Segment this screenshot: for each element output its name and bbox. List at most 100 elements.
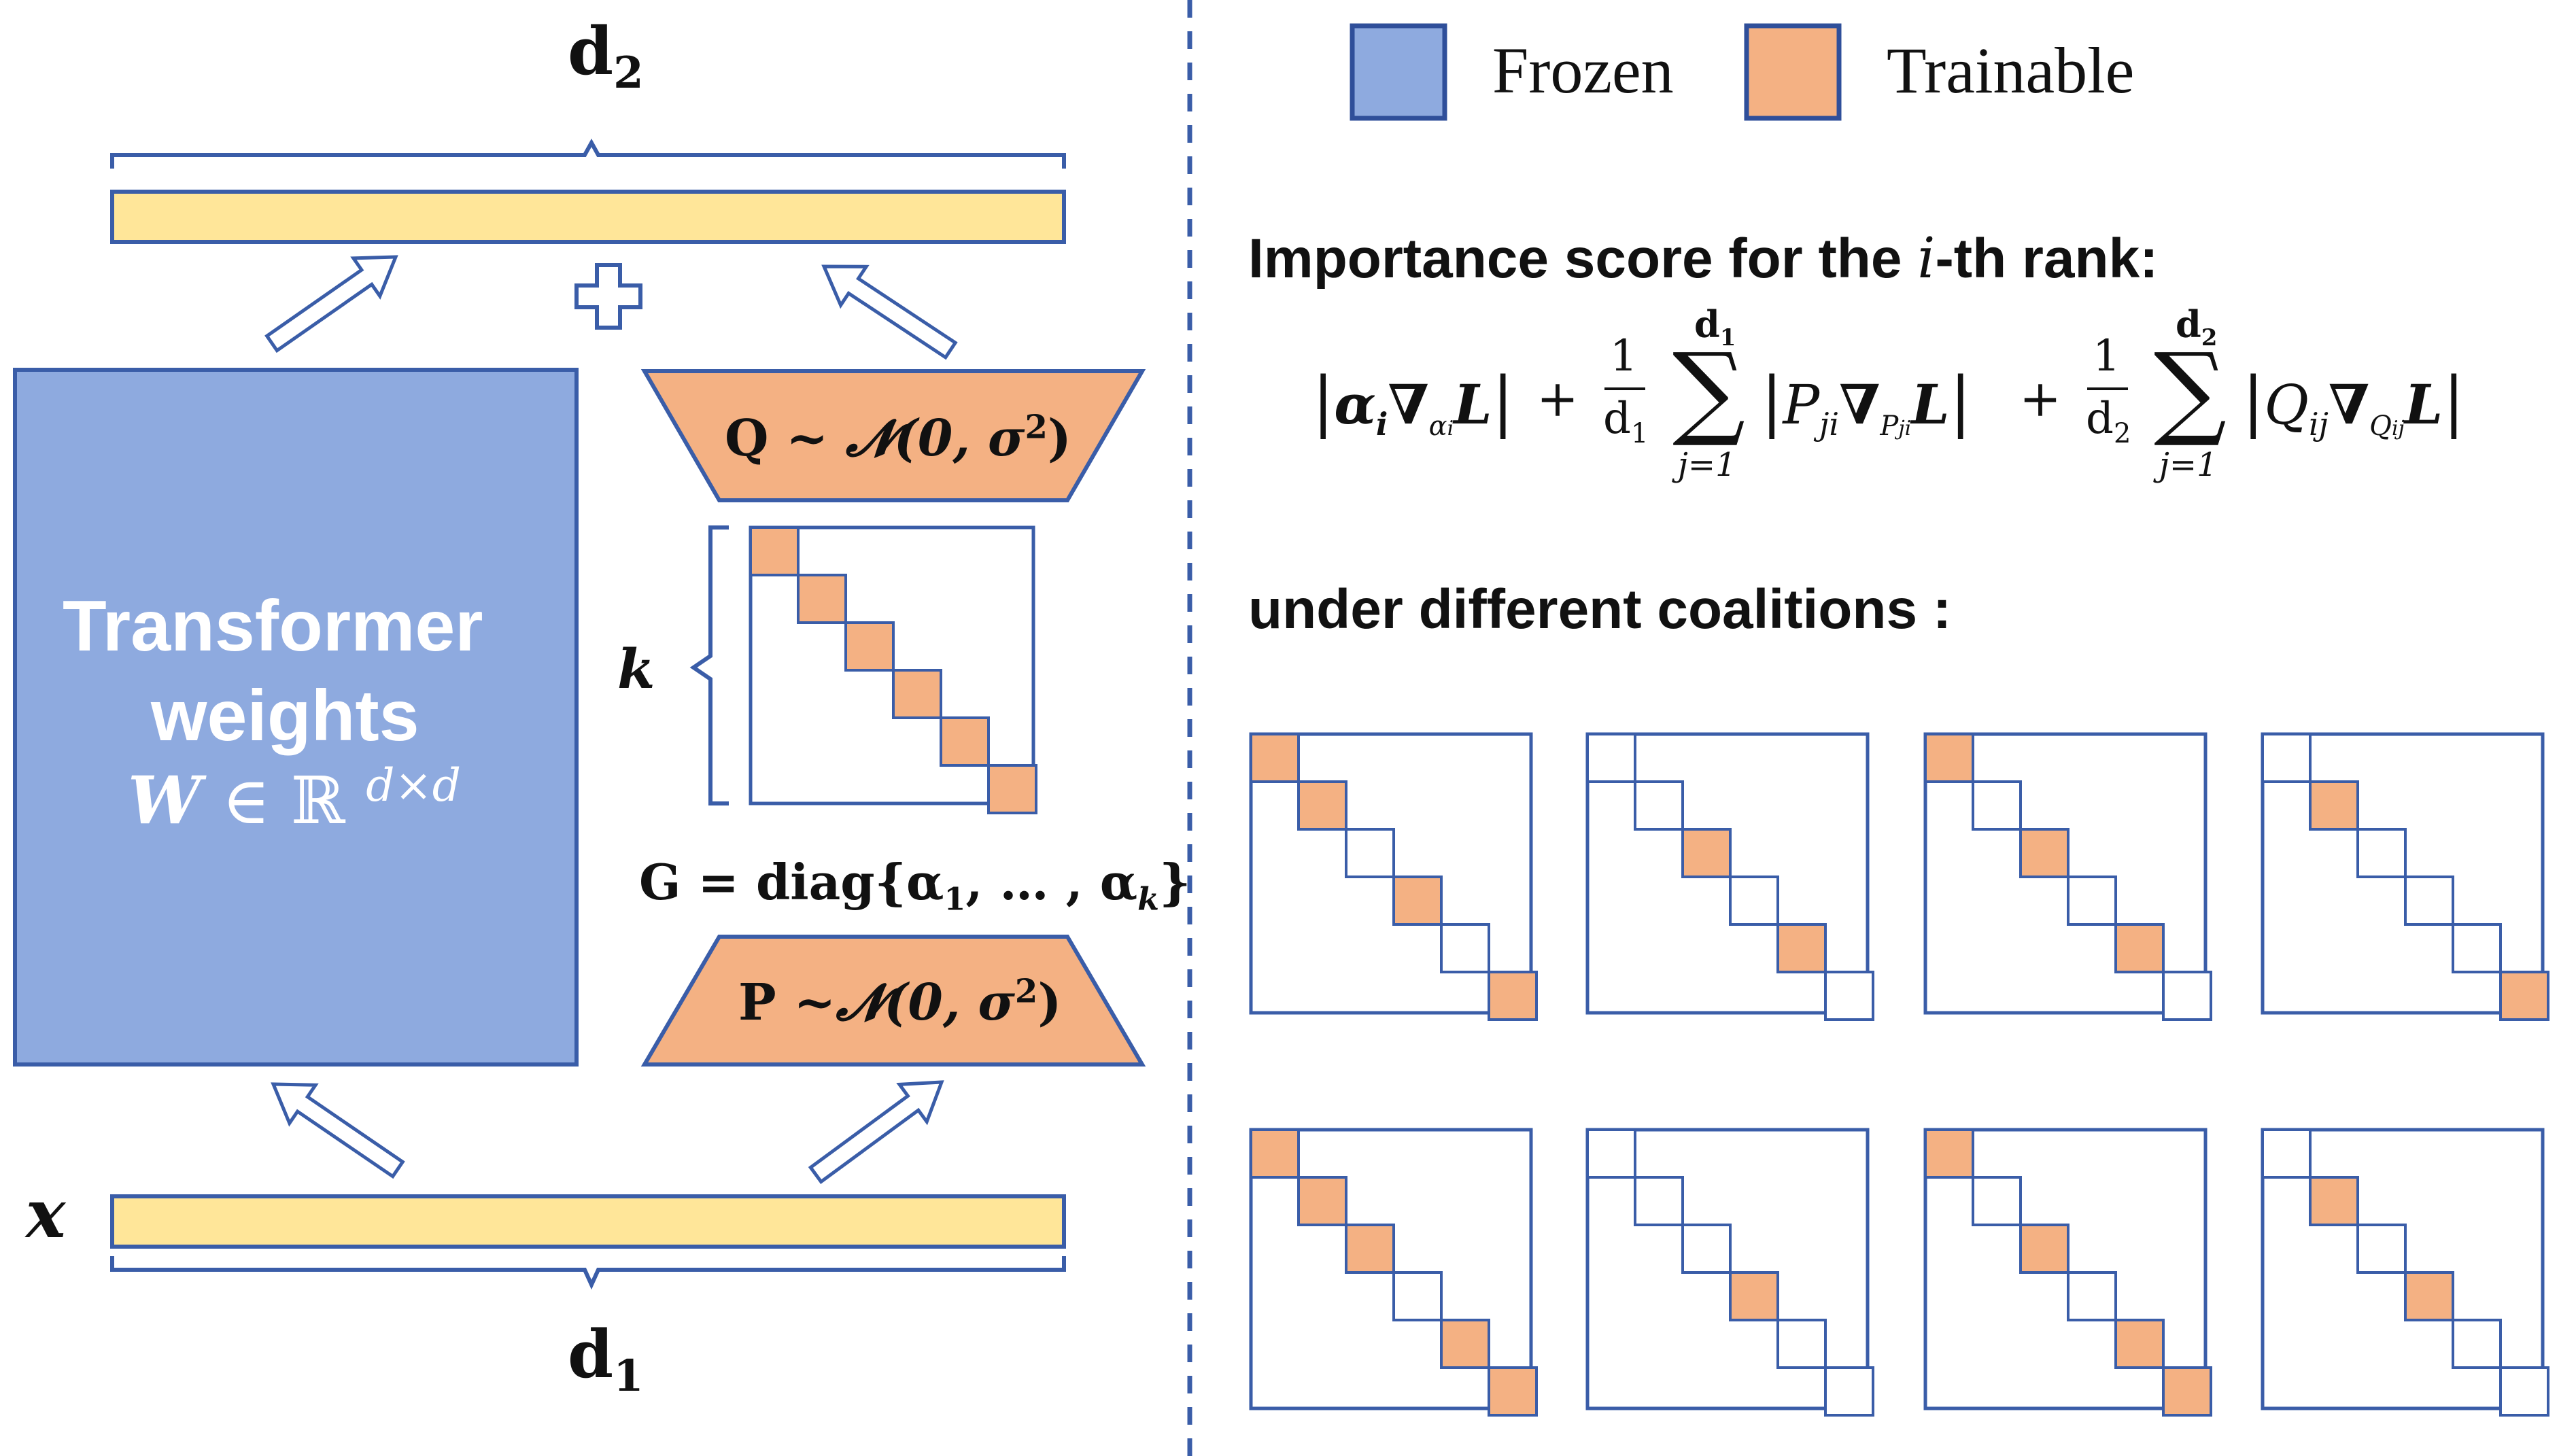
main-diag-matrix-cell-5-trainable bbox=[987, 764, 1037, 814]
q-trapezoid bbox=[640, 369, 1146, 502]
q-distribution-label: Q ~ 𝓝(0, σ2) bbox=[725, 408, 1071, 468]
coalition-matrix-2 bbox=[1585, 732, 1874, 1021]
weights-title-line2: weights bbox=[151, 676, 419, 756]
coalition-matrix-1-cell-3-trainable bbox=[1392, 876, 1443, 926]
coalition-matrix-4-cell-5-trainable bbox=[2499, 971, 2549, 1021]
coalition-matrix-8-cell-5-frozen bbox=[2499, 1366, 2549, 1417]
coalition-matrix-2-cell-3-frozen bbox=[1729, 876, 1779, 926]
coalition-matrix-8 bbox=[2261, 1128, 2549, 1417]
weights-formula: W ∈ ℝ d×d bbox=[128, 759, 462, 839]
coalition-matrix-7-cell-4-trainable bbox=[2114, 1319, 2165, 1369]
input-x-label: x bbox=[26, 1175, 66, 1253]
formula-term-q: |Qij∇QijL| bbox=[2242, 363, 2465, 443]
p-distribution-label: P ~𝓝(0, σ2) bbox=[738, 972, 1062, 1032]
coalition-matrix-3 bbox=[1923, 732, 2212, 1021]
matrices-group bbox=[749, 525, 2549, 1417]
coalition-matrix-8-cell-1-trainable bbox=[2309, 1176, 2359, 1226]
importance-formula: |αi∇αiL| + 1 d1 d1 ∑ j=1 |Pji∇PjiL| + 1 … bbox=[1312, 306, 2468, 489]
weights-title-line1: Transformer bbox=[63, 586, 483, 666]
coalition-matrix-4-cell-4-frozen bbox=[2452, 923, 2502, 973]
coalition-matrix-8-cell-4-frozen bbox=[2452, 1319, 2502, 1369]
formula-sum1-sigma: ∑ bbox=[1672, 332, 1746, 450]
coalition-matrix-7-cell-5-trainable bbox=[2162, 1366, 2212, 1417]
arrow-input-to-weights bbox=[271, 1082, 405, 1179]
legend-frozen-swatch bbox=[1350, 23, 1447, 121]
input-vector bbox=[110, 1194, 1066, 1249]
coalition-matrix-6-cell-2-frozen bbox=[1681, 1224, 1732, 1274]
importance-heading: Importance score for the i-th rank: bbox=[1248, 226, 2159, 291]
top-brace bbox=[110, 138, 1066, 169]
coalition-matrix-5-cell-1-trainable bbox=[1297, 1176, 1347, 1226]
legend-trainable-swatch bbox=[1744, 23, 1842, 121]
bottom-brace bbox=[110, 1256, 1066, 1290]
formula-plus-2: + bbox=[2019, 370, 2062, 428]
main-diag-matrix-cell-0-trainable bbox=[749, 526, 800, 576]
formula-sum2-sigma: ∑ bbox=[2154, 332, 2227, 450]
coalition-matrix-3-cell-1-frozen bbox=[1972, 780, 2022, 831]
formula-sum2-top: d2 bbox=[2176, 302, 2218, 351]
coalition-matrix-1-cell-1-trainable bbox=[1297, 780, 1347, 831]
coalition-matrix-7-cell-3-frozen bbox=[2067, 1271, 2117, 1321]
coalition-matrix-5-cell-2-trainable bbox=[1345, 1224, 1395, 1274]
coalition-matrix-6-cell-3-trainable bbox=[1729, 1271, 1779, 1321]
coalition-matrix-2-cell-2-trainable bbox=[1681, 828, 1732, 878]
formula-frac1-num: 1 bbox=[1610, 331, 1638, 381]
k-brace bbox=[689, 525, 729, 805]
formula-sum1-bottom: j=1 bbox=[1678, 446, 1736, 484]
coalition-matrix-1-cell-5-trainable bbox=[1488, 971, 1538, 1021]
coalition-matrix-7-cell-1-frozen bbox=[1972, 1176, 2022, 1226]
formula-frac1-den: d1 bbox=[1603, 394, 1649, 449]
coalition-matrix-4 bbox=[2261, 732, 2549, 1021]
formula-sum2-bottom: j=1 bbox=[2159, 446, 2218, 484]
coalition-matrix-5 bbox=[1249, 1128, 1538, 1417]
coalition-matrix-1-cell-2-frozen bbox=[1345, 828, 1395, 878]
coalition-matrix-3-cell-3-frozen bbox=[2067, 876, 2117, 926]
legend-frozen-label: Frozen bbox=[1492, 34, 1674, 107]
coalition-matrix-4-cell-1-trainable bbox=[2309, 780, 2359, 831]
main-diag-matrix-cell-3-trainable bbox=[892, 669, 942, 719]
arrow-input-to-p bbox=[808, 1080, 944, 1184]
coalition-matrix-2-cell-0-frozen bbox=[1586, 733, 1636, 783]
formula-frac2-bar bbox=[2087, 387, 2128, 390]
formula-frac2-den: d2 bbox=[2086, 394, 2131, 449]
coalition-matrix-8-cell-3-trainable bbox=[2404, 1271, 2454, 1321]
formula-sum1-top: d1 bbox=[1694, 302, 1736, 351]
coalition-matrix-1-cell-0-trainable bbox=[1250, 733, 1300, 783]
main-diag-matrix-cell-1-trainable bbox=[797, 574, 847, 624]
coalition-matrix-5-cell-3-frozen bbox=[1392, 1271, 1443, 1321]
coalition-matrix-2-cell-5-frozen bbox=[1824, 971, 1874, 1021]
g-diag-label: G = diag{α1, … , αk} bbox=[639, 853, 1191, 918]
p-trapezoid bbox=[640, 935, 1146, 1067]
transformer-weights-block bbox=[13, 368, 579, 1067]
coalition-matrix-1 bbox=[1249, 732, 1538, 1021]
coalition-matrix-2-cell-4-trainable bbox=[1776, 923, 1827, 973]
coalition-matrix-3-cell-4-trainable bbox=[2114, 923, 2165, 973]
coalition-matrix-1-cell-4-frozen bbox=[1440, 923, 1490, 973]
coalition-matrix-5-cell-0-trainable bbox=[1250, 1128, 1300, 1179]
coalition-matrix-3-cell-5-frozen bbox=[2162, 971, 2212, 1021]
formula-frac2-num: 1 bbox=[2093, 331, 2120, 381]
output-vector bbox=[110, 190, 1066, 244]
coalition-matrix-7 bbox=[1923, 1128, 2212, 1417]
coalitions-heading: under different coalitions : bbox=[1248, 578, 1952, 640]
formula-frac1-bar bbox=[1604, 387, 1645, 390]
plus-icon bbox=[574, 263, 642, 330]
main-diag-matrix-cell-2-trainable bbox=[844, 621, 895, 672]
d1-dimension-label: d1 bbox=[568, 1316, 644, 1402]
k-label: k bbox=[617, 637, 655, 701]
coalition-matrix-3-cell-2-trainable bbox=[2019, 828, 2069, 878]
formula-plus-1: + bbox=[1536, 370, 1579, 428]
arrows-group bbox=[264, 255, 958, 1184]
legend-trainable-label: Trainable bbox=[1887, 34, 2135, 107]
coalition-matrix-6 bbox=[1585, 1128, 1874, 1417]
coalition-matrix-7-cell-2-trainable bbox=[2019, 1224, 2069, 1274]
coalition-matrix-6-cell-0-frozen bbox=[1586, 1128, 1636, 1179]
main-diag-matrix bbox=[749, 525, 1037, 814]
coalition-matrix-4-cell-0-frozen bbox=[2261, 733, 2312, 783]
d2-dimension-label: d2 bbox=[568, 13, 644, 99]
coalition-matrix-6-cell-4-frozen bbox=[1776, 1319, 1827, 1369]
coalition-matrix-6-cell-5-frozen bbox=[1824, 1366, 1874, 1417]
coalition-matrix-8-cell-0-frozen bbox=[2261, 1128, 2312, 1179]
